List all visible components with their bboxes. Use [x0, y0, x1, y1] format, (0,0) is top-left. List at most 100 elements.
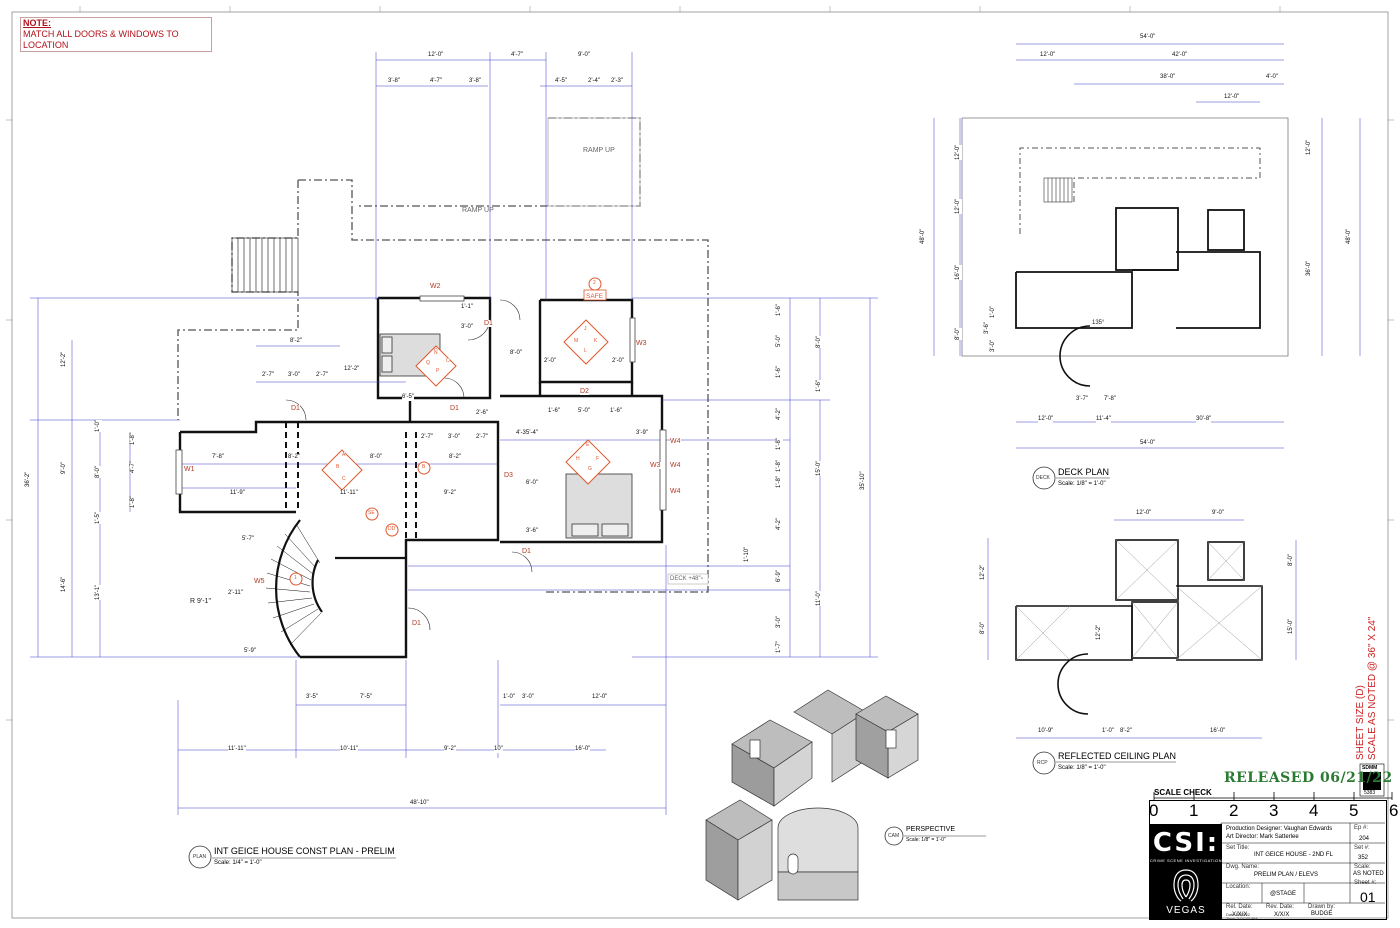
dimension-label: 8'-0"	[816, 336, 823, 348]
dimension-label: 1'-1"	[461, 304, 473, 311]
location-label: Location:	[1226, 884, 1251, 890]
dimension-label: 3'-7"	[1076, 396, 1088, 403]
scale-number: 2	[1229, 801, 1239, 820]
door-tag: D1	[522, 548, 531, 555]
dimension-label: 8'-2"	[290, 338, 302, 345]
drawn-by-label: Drawn by:	[1308, 904, 1336, 910]
deck-level-label: DECK +48"	[670, 576, 701, 583]
dimension-label: 8'-2"	[1120, 728, 1132, 735]
window-tag: W4	[670, 462, 681, 469]
dimension-label: 1'-5"	[95, 512, 102, 524]
dimension-label: 48'-10"	[410, 800, 429, 807]
dimension-label: 1'-10"	[744, 546, 751, 562]
perspective-title: PERSPECTIVE	[906, 826, 956, 833]
dimension-label: 2'-7"	[316, 372, 328, 379]
dimension-label: 1'-0"	[1102, 728, 1114, 735]
dimension-label: 16'-0"	[575, 746, 591, 753]
title-block: CSI: CRIME SCENE INVESTIGATION VEGAS Pro…	[1149, 800, 1387, 921]
dimension-label: 48'-0"	[1346, 228, 1353, 244]
dimension-label: 2'-7"	[262, 372, 274, 379]
dimension-label: 5'-7"	[242, 536, 254, 543]
camera-markers	[289, 277, 611, 586]
dimension-label: 12'-0"	[1040, 52, 1056, 59]
dimension-label: 8'-0"	[980, 622, 987, 634]
rcp-dims	[987, 519, 1297, 739]
dimension-label: 4'-3"	[516, 430, 528, 437]
dimension-label: 3'-6"	[526, 528, 538, 535]
ep-value: 204	[1359, 836, 1370, 842]
ramp-up-label: RAMP UP	[583, 147, 615, 154]
dimension-label: 12'-0"	[955, 144, 962, 160]
dimension-label: 1'-6"	[816, 380, 823, 392]
ramp-up-label-2: RAMP UP	[462, 207, 494, 214]
dimension-label: 4'-7"	[511, 52, 523, 59]
marker-tag: L	[584, 348, 587, 355]
dimension-label: 1'-6"	[610, 408, 622, 415]
dwg-value: PRELIM PLAN / ELEVS	[1254, 872, 1319, 878]
union-emblem	[1359, 763, 1385, 797]
dimension-label: 1'-0"	[95, 420, 102, 432]
dimension-label: 12'-0"	[1038, 416, 1054, 423]
marker-tag: K	[594, 338, 598, 345]
sheet-size-note: SHEET SIZE (D) SCALE AS NOTED @ 36" X 24…	[1355, 617, 1378, 760]
title-block-grid	[1220, 822, 1385, 918]
dimension-label: 54'-0"	[1140, 34, 1156, 41]
dimension-label: 12'-2"	[1096, 624, 1103, 640]
note-text: MATCH ALL DOORS & WINDOWS TO LOCATION	[23, 29, 179, 50]
marker-tag: B	[336, 464, 340, 471]
dimension-label: 38'-0"	[1160, 74, 1176, 81]
door-swings	[285, 299, 533, 631]
bed-2	[565, 473, 633, 539]
dimension-label: 2'-7"	[421, 434, 433, 441]
dimension-label: 1'-0"	[503, 694, 515, 701]
scale-number: 1	[1189, 801, 1199, 820]
dimension-label: 12'-0"	[1306, 139, 1313, 155]
scale-number: 6	[1389, 801, 1399, 820]
dimension-label: 5'-0"	[578, 408, 590, 415]
scale-number: 0	[1149, 801, 1159, 820]
plot-time: Time: 5:07:05 PM	[1226, 916, 1258, 921]
spiral-stair	[265, 519, 406, 658]
dimension-label: 11'-0"	[816, 591, 823, 606]
window-tag: W4	[670, 438, 681, 445]
dimension-label: 54'-0"	[1140, 440, 1156, 447]
dimension-label: 48'-0"	[920, 228, 927, 244]
dimension-label: 5'-0"	[776, 335, 783, 347]
dimension-label: 3'-0"	[776, 616, 783, 628]
dimension-label: 1'-7"	[776, 641, 783, 653]
marker-tag: G	[588, 466, 592, 473]
door-tag: D2	[580, 388, 589, 395]
rcp-spiral	[1057, 653, 1089, 715]
scale-check-label: SCALE CHECK	[1154, 788, 1212, 797]
drawn-by-value: BUDGE	[1311, 911, 1333, 917]
dimension-label: 8'-0"	[955, 328, 962, 340]
dimension-label: 12'-0"	[1136, 510, 1152, 517]
exterior-stairs	[231, 237, 299, 293]
dimension-label: 11'-11"	[228, 746, 246, 753]
location-value: @STAGE	[1270, 891, 1296, 897]
dimension-label: 8'-0"	[1288, 554, 1295, 566]
angle-label: 135°	[1092, 320, 1105, 326]
dimension-label: 36'-0"	[1306, 260, 1313, 276]
fingerprint-icon	[1173, 869, 1199, 902]
dimension-label: 4'-7"	[130, 461, 137, 473]
dimension-label: 1'-8"	[776, 438, 783, 450]
dimension-label: 4'-7"	[430, 78, 442, 85]
logo-subtitle: CRIME SCENE INVESTIGATION	[1150, 858, 1222, 863]
sheet-size-line-2: SCALE AS NOTED @ 36" X 24"	[1367, 616, 1378, 760]
dimension-label: 1'-8"	[130, 433, 137, 445]
dimension-label: 3'-0"	[522, 694, 534, 701]
dimension-label: 11'-9"	[230, 490, 245, 497]
window-marks	[175, 295, 667, 511]
marker-tag: SE	[368, 510, 375, 517]
window-tag: W3	[636, 340, 647, 347]
rev-date-label: Rev. Date:	[1266, 904, 1294, 910]
dimension-label: 4'-2"	[776, 408, 783, 420]
rcp-plan	[987, 519, 1297, 739]
window-tag: W3	[650, 462, 661, 469]
dimension-label: 1'-8"	[776, 460, 783, 472]
dimension-label: 10"	[494, 746, 503, 753]
door-tag: D1	[450, 405, 459, 412]
dimension-label: 11'-4"	[1096, 416, 1111, 423]
dimension-label: 7'-8"	[1104, 396, 1116, 403]
